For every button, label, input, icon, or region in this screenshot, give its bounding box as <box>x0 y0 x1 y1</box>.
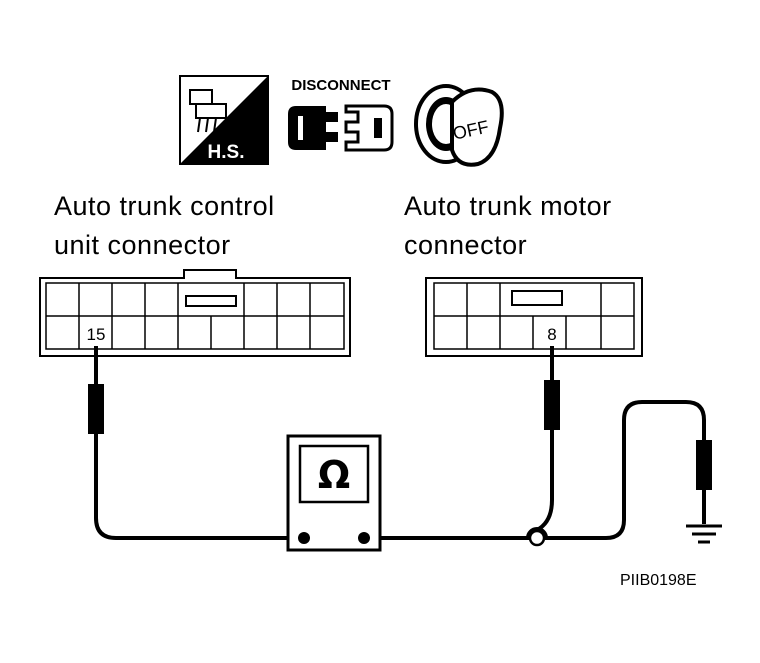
left-probe-handle <box>88 384 104 434</box>
ground-symbol <box>686 524 722 544</box>
meter-terminal-right <box>358 532 370 544</box>
figure-code: PIIB0198E <box>620 572 697 589</box>
ohm-symbol: Ω <box>318 453 350 497</box>
harness-service-icon: H.S. <box>179 75 269 165</box>
trunk-motor-label-line2: connector <box>404 230 528 260</box>
control-unit-label-line2: unit connector <box>54 230 231 260</box>
hs-label: H.S. <box>208 142 245 163</box>
meter-terminal-left <box>298 532 310 544</box>
pin-label-8: 8 <box>547 325 556 344</box>
trunk-motor-connector: 8 <box>425 277 643 357</box>
pin-label-15: 15 <box>87 325 106 344</box>
ignition-off-icon: OFF <box>414 84 504 167</box>
disconnect-icon: DISCONNECT <box>288 77 394 152</box>
control-unit-connector: 15 <box>39 269 351 357</box>
trunk-motor-label-line1: Auto trunk motor <box>404 191 612 221</box>
probe-wires <box>94 346 706 540</box>
ohmmeter: Ω <box>286 434 382 552</box>
disconnect-label: DISCONNECT <box>291 77 390 94</box>
ground-probe-handle <box>696 440 712 490</box>
wire-junction <box>528 529 546 547</box>
right-probe-handle <box>544 380 560 430</box>
control-unit-label-line1: Auto trunk control <box>54 191 275 221</box>
